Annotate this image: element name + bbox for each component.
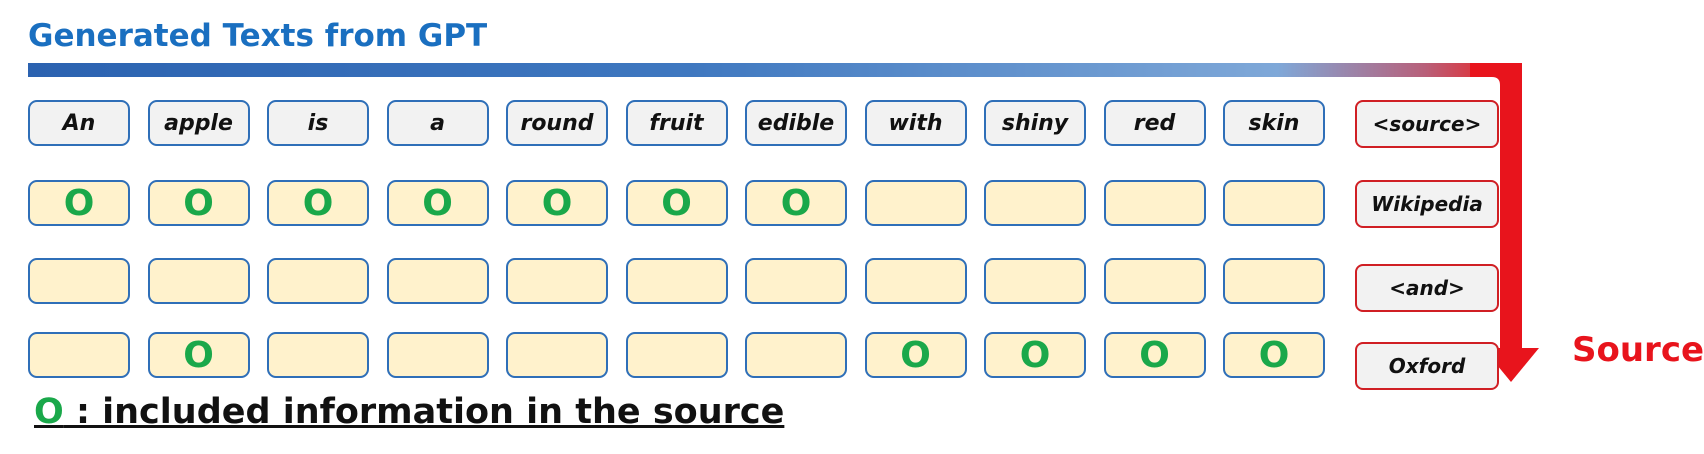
mark-cell bbox=[28, 258, 130, 304]
mark-cell: O bbox=[506, 180, 608, 226]
source-box-oxford: Oxford bbox=[1355, 342, 1499, 390]
source-arrow-corner bbox=[1470, 63, 1522, 103]
mark-cell: O bbox=[745, 180, 847, 226]
legend-text: : included information in the source bbox=[63, 392, 785, 432]
mark-cell: O bbox=[864, 332, 967, 378]
mark-cell bbox=[386, 258, 489, 304]
word-cell: apple bbox=[147, 100, 250, 146]
mark-cell bbox=[984, 180, 1086, 226]
word-cell: fruit bbox=[625, 100, 728, 146]
mark-cell: O bbox=[147, 180, 250, 226]
legend-symbol: O bbox=[34, 392, 64, 432]
source-header-box: <source> bbox=[1355, 100, 1499, 148]
mark-cell bbox=[1223, 258, 1325, 304]
mark-cell bbox=[267, 332, 369, 378]
mark-cell: O bbox=[1103, 332, 1206, 378]
mark-cell bbox=[28, 332, 130, 378]
mark-cell bbox=[267, 258, 369, 304]
word-cell: edible bbox=[745, 100, 847, 146]
mark-cell: O bbox=[386, 180, 489, 226]
legend: O : included information in the source bbox=[34, 392, 784, 432]
word-cell: shiny bbox=[984, 100, 1086, 146]
word-cell: red bbox=[1103, 100, 1206, 146]
word-cell: An bbox=[28, 100, 130, 146]
mark-cell bbox=[745, 332, 847, 378]
word-cell: a bbox=[386, 100, 489, 146]
word-cell: with bbox=[864, 100, 967, 146]
diagram-title: Generated Texts from GPT bbox=[28, 18, 488, 54]
word-cell: round bbox=[506, 100, 608, 146]
mark-cell bbox=[625, 332, 728, 378]
mark-cell bbox=[506, 258, 608, 304]
mark-cell: O bbox=[267, 180, 369, 226]
mark-cell: O bbox=[625, 180, 728, 226]
source-box-wikipedia: Wikipedia bbox=[1355, 180, 1499, 228]
mark-cell bbox=[1103, 258, 1206, 304]
mark-cell: O bbox=[984, 332, 1086, 378]
mark-cell bbox=[386, 332, 489, 378]
mark-cell bbox=[1223, 180, 1325, 226]
mark-cell bbox=[147, 258, 250, 304]
word-cell: is bbox=[267, 100, 369, 146]
gradient-bar bbox=[28, 63, 1498, 77]
mark-cell bbox=[745, 258, 847, 304]
word-cell: skin bbox=[1223, 100, 1325, 146]
mark-cell bbox=[864, 258, 967, 304]
source-arrow-label: Source bbox=[1572, 330, 1704, 370]
mark-cell bbox=[506, 332, 608, 378]
source-arrow-shaft bbox=[1500, 63, 1522, 353]
mark-cell bbox=[984, 258, 1086, 304]
mark-cell: O bbox=[28, 180, 130, 226]
mark-cell: O bbox=[1223, 332, 1325, 378]
mark-cell bbox=[864, 180, 967, 226]
mark-cell bbox=[1103, 180, 1206, 226]
mark-cell: O bbox=[147, 332, 250, 378]
source-box-and: <and> bbox=[1355, 264, 1499, 312]
mark-cell bbox=[625, 258, 728, 304]
